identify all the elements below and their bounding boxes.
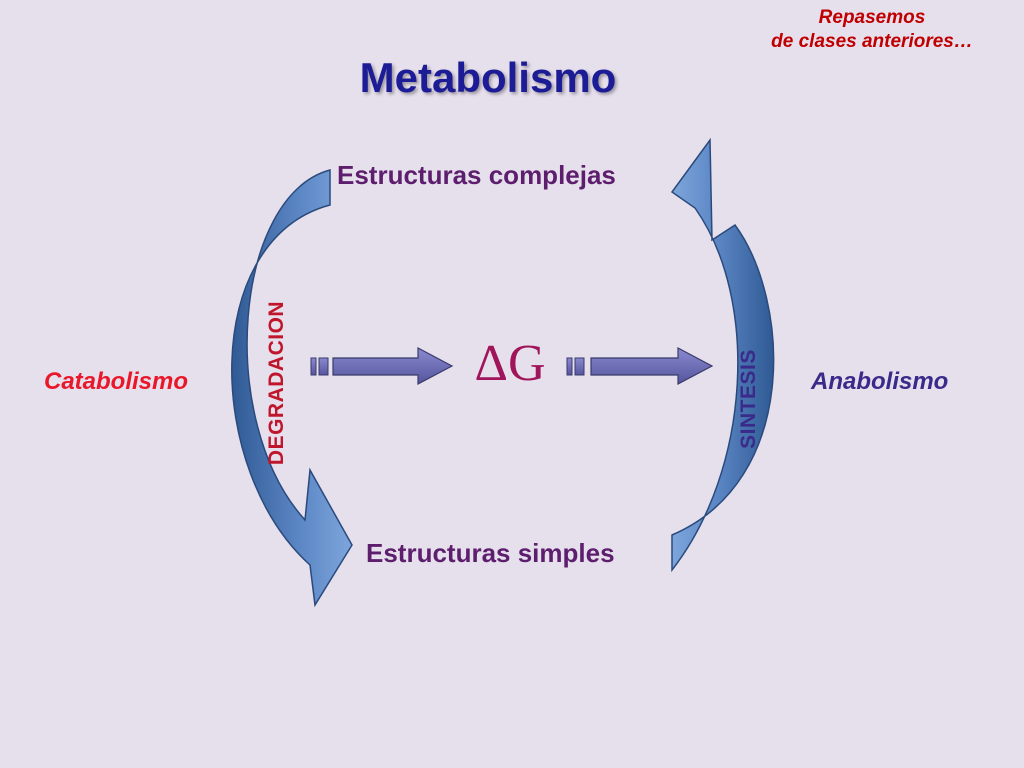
catabolism-label: Catabolismo — [44, 368, 189, 395]
page-title: Metabolismo — [359, 54, 617, 101]
anabolism-curved-arrow — [670, 137, 775, 573]
catabolism-curved-arrow — [231, 169, 353, 608]
right-flow-arrow — [566, 347, 714, 385]
review-note-line2: de clases anteriores… — [771, 31, 973, 52]
review-note: Repasemos de clases anteriores… — [732, 6, 1012, 54]
degradation-label: DEGRADACION — [265, 300, 288, 466]
review-note-line1: Repasemos — [818, 7, 926, 28]
synthesis-label: SINTESIS — [737, 349, 760, 449]
left-flow-arrow — [310, 347, 454, 385]
anabolism-label: Anabolismo — [811, 368, 949, 395]
simple-structures-label: Estructuras simples — [366, 538, 615, 568]
gibbs-energy-symbol: ΔG — [474, 335, 546, 392]
complex-structures-label: Estructuras complejas — [337, 160, 616, 190]
